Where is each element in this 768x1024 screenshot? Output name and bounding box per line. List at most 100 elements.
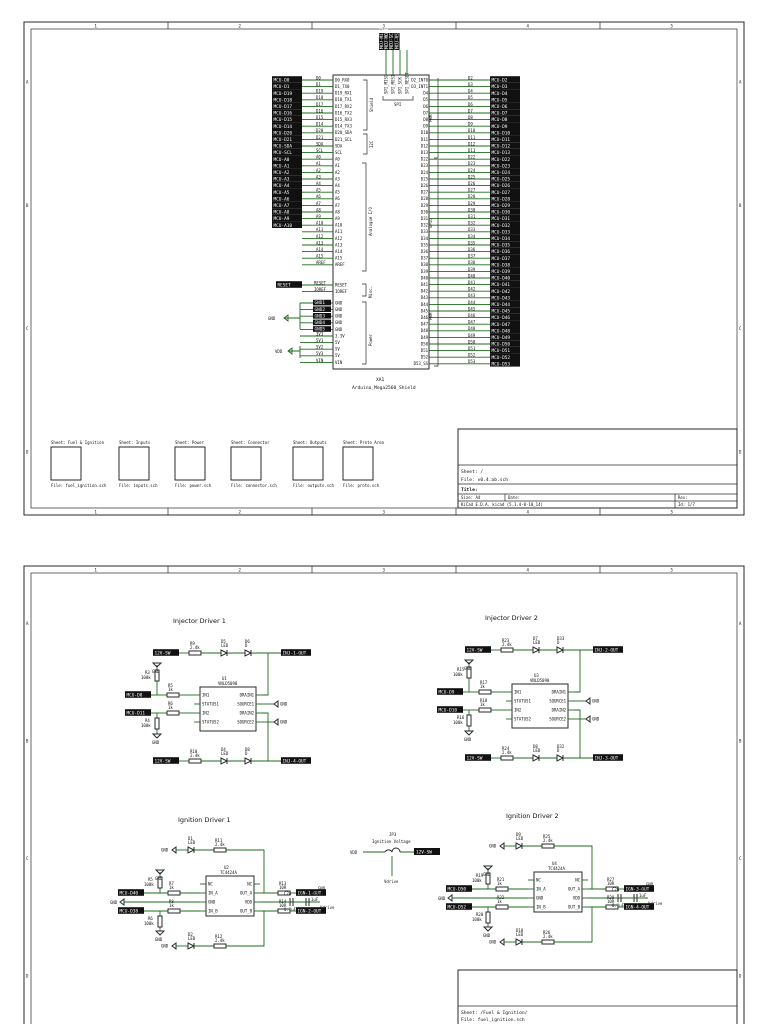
pin-number: D16 <box>316 108 324 113</box>
net-label-box <box>593 754 623 761</box>
pin-number: D28 <box>468 194 476 199</box>
net-label-box <box>490 195 520 202</box>
gnd-label: GND <box>464 737 472 742</box>
resistor-icon <box>157 876 163 889</box>
block-title: Ignition Driver 2 <box>506 812 559 820</box>
pin-name: D38 <box>421 262 429 267</box>
net-label: MCU-D43 <box>492 295 511 301</box>
sheet-name: Sheet: Outputs <box>293 440 327 445</box>
net-label: MCU-D0 <box>274 78 290 84</box>
ignition-voltage-jumper: JP3 Ignition Voltage VDD 12V-SW Vdrive <box>350 832 440 884</box>
led-icon <box>220 649 229 657</box>
pin-name: D52 <box>421 355 429 360</box>
pin-name: SOURCE2 <box>237 720 254 725</box>
pin-number: D49 <box>468 333 476 338</box>
net-label-box <box>490 135 520 143</box>
net-label: MCU-D32 <box>492 223 511 229</box>
net-label: INJ-2-OUT <box>595 648 619 654</box>
pin-name: SDA <box>335 143 343 148</box>
pin-name: STATUS2 <box>202 720 219 725</box>
net-label-box <box>490 320 520 327</box>
net-label-box <box>490 267 520 275</box>
ruler-row-right: B <box>739 738 742 743</box>
pin-name: NC <box>208 882 213 887</box>
ruler-row-right: A <box>739 80 742 85</box>
part-ref: D10 <box>516 928 524 933</box>
title-size: Size: A4 <box>461 495 481 500</box>
part-value: LED <box>188 936 196 941</box>
net-label: MCU-D44 <box>492 302 511 308</box>
pin-name: D17_RX2 <box>335 104 352 109</box>
net-label-box <box>490 82 520 90</box>
net-label: MCU-D12 <box>492 144 511 150</box>
pin-number: RESET <box>314 280 327 285</box>
net-label: MCU-D10 <box>492 130 511 136</box>
net-label: MCU-D50 <box>492 342 511 348</box>
ruler-col-top: 3 <box>383 568 386 573</box>
vdrive-label: Vdrive <box>648 901 663 906</box>
pin-name: SPI_SCK <box>398 77 403 94</box>
net-label: MCU-D36 <box>492 249 511 255</box>
pin-name: D34 <box>421 236 429 241</box>
pin-number: D10 <box>468 128 476 133</box>
pin-number: D17 <box>316 102 324 107</box>
ruler-row-left: B <box>26 738 29 743</box>
pin-number: A2 <box>316 168 321 173</box>
net-label-box <box>272 115 302 123</box>
ground-icon <box>482 926 494 932</box>
part-ref: R11 <box>215 838 223 843</box>
part-ref: C25 <box>311 891 319 896</box>
pin-name: SOURCE1 <box>549 699 566 704</box>
pin-name: D0_RX0 <box>335 77 350 82</box>
net-label: RESET <box>278 283 292 289</box>
net-label: MCU-D28 <box>492 196 511 202</box>
sheet-file: File: fuel_ignition.sch <box>51 483 107 488</box>
net-label: MCU-A1 <box>274 163 290 169</box>
led-icon <box>515 938 524 946</box>
ic-value: VNLD5090 <box>530 678 550 683</box>
net-label: MCU-A3 <box>274 177 290 183</box>
part-value: 1uF <box>311 897 319 902</box>
pin-number: D2 <box>468 75 473 80</box>
pin-number: D18 <box>316 95 324 100</box>
component-value: Arduino_Mega2560_Shield <box>352 385 416 391</box>
net-label-box <box>272 201 302 209</box>
gnd-arrow-icon <box>499 938 505 946</box>
pin-name: GND <box>335 320 343 325</box>
part-value: LED <box>533 640 541 645</box>
jumper-left-net: VDD <box>350 850 358 855</box>
ruler-row-left: C <box>26 326 29 331</box>
net-label-box <box>272 135 302 143</box>
part-ref: D2 <box>188 932 193 937</box>
pin-number: D42 <box>468 287 476 292</box>
part-value: LED <box>188 840 196 845</box>
pin-number: D29 <box>468 201 476 206</box>
part-ref: D1 <box>188 836 193 841</box>
net-label: MCU-A0 <box>274 157 290 163</box>
ic-value: TC4424A <box>548 866 565 871</box>
resistor-icon <box>485 872 491 885</box>
part-ref: R13 <box>279 881 287 886</box>
pin-number: A11 <box>316 227 324 232</box>
part-value: 2.4k <box>543 934 553 939</box>
sheet-1-title-block: Sheet: / File: v0.4.ab.sch Title: Size: … <box>457 428 738 509</box>
net-label: MCU-D47 <box>492 322 511 328</box>
title-file: File: v0.4.ab.sch <box>461 477 508 483</box>
net-label-box <box>490 201 520 209</box>
pin-number: D52 <box>468 353 476 358</box>
pin-name: STATUS1 <box>514 699 531 704</box>
net-label: MCU-D40 <box>120 891 139 897</box>
gpio-group-label: GPIO <box>428 218 433 228</box>
title-tool: KiCad E.D.A. kicad (5.1.4-0-10_14) <box>461 502 543 507</box>
part-value: 10R <box>607 899 615 904</box>
pin-name: D40 <box>421 275 429 280</box>
net-label-box <box>490 89 520 96</box>
net-label-box <box>394 33 400 50</box>
net-label-box <box>490 274 520 281</box>
pin-name: D1_TX0 <box>335 84 350 89</box>
pin-name: D24 <box>421 170 429 175</box>
net-label: MCU-MOSI <box>384 27 390 49</box>
part-ref: D8 <box>533 744 538 749</box>
power-group-label: Power <box>368 333 373 346</box>
